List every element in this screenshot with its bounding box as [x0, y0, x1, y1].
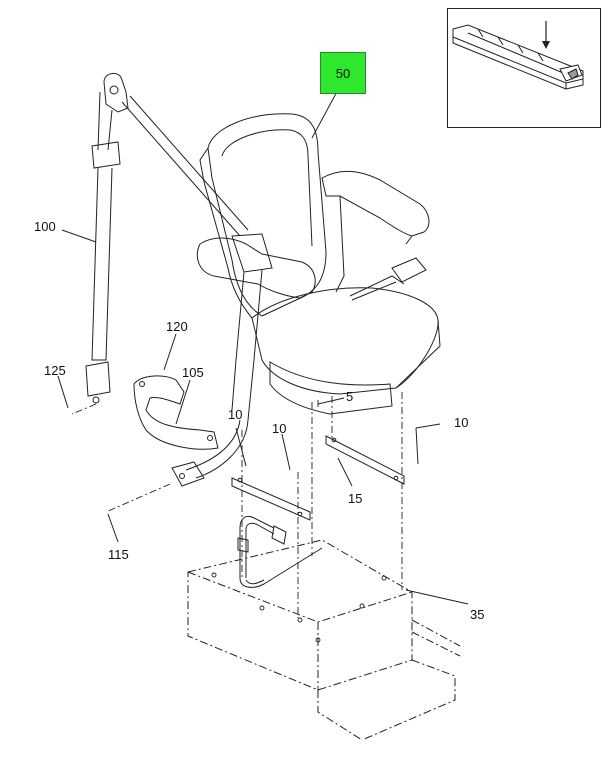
- seat-cushion-front: [269, 361, 393, 415]
- base-holes: [211, 572, 387, 643]
- callout-105[interactable]: 105: [182, 365, 204, 380]
- buckle: [391, 257, 427, 283]
- callout-10-right[interactable]: 10: [454, 415, 469, 430]
- pipe: [239, 515, 275, 578]
- belt-end: [171, 461, 205, 487]
- callout-10-centre[interactable]: 10: [272, 421, 287, 436]
- retractor-upper: [91, 141, 121, 169]
- callout-10-left[interactable]: 10: [228, 407, 243, 422]
- retractor-lower: [85, 361, 111, 397]
- inset-arrow-icon: [542, 21, 550, 49]
- right-armrest: [321, 171, 430, 237]
- leader-lines: [57, 85, 469, 605]
- left-armrest: [196, 237, 316, 299]
- seat-base-box: [187, 539, 461, 741]
- callout-15[interactable]: 15: [348, 491, 363, 506]
- shoulder-belt-upper: [121, 101, 241, 237]
- bracket-right: [325, 435, 405, 485]
- lap-belt: [133, 375, 219, 450]
- pipe-fitting: [271, 525, 287, 545]
- seat-back: [207, 113, 327, 317]
- inset-rail-side: [452, 37, 567, 90]
- centre-lines: [71, 392, 403, 618]
- callout-35[interactable]: 35: [470, 607, 485, 622]
- belt-webbing-lower: [195, 269, 263, 479]
- callout-125[interactable]: 125: [44, 363, 66, 378]
- belt-guide: [231, 233, 273, 273]
- upper-anchor: [103, 73, 129, 113]
- inset-rail-drawing: [452, 21, 584, 90]
- seat-cushion: [251, 287, 439, 395]
- inset-detail-frame: [447, 8, 601, 128]
- callout-100[interactable]: 100: [34, 219, 56, 234]
- callout-50-label: 50: [335, 65, 351, 81]
- callout-5[interactable]: 5: [346, 389, 354, 404]
- callout-120[interactable]: 120: [166, 319, 188, 334]
- callout-50-highlight[interactable]: 50: [320, 52, 366, 94]
- bracket-left: [231, 477, 311, 521]
- callout-115[interactable]: 115: [108, 547, 129, 562]
